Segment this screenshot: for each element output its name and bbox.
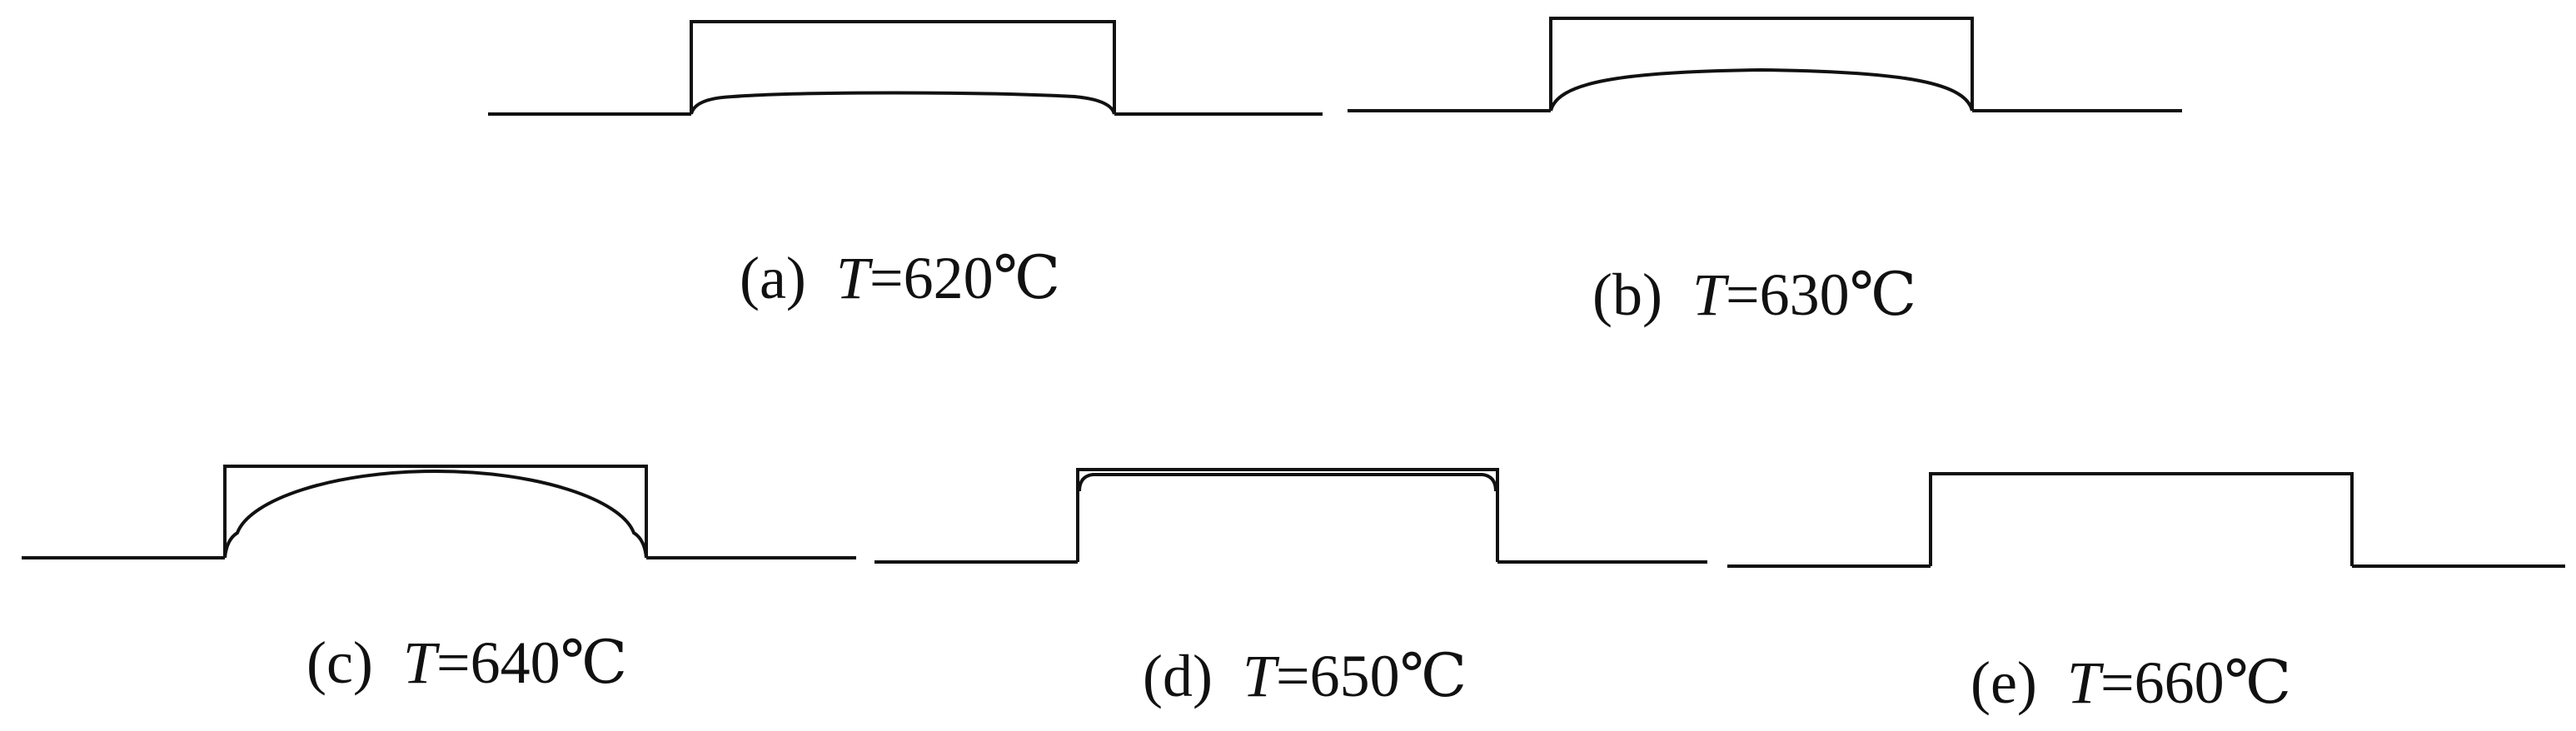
panel-d-rectangle-outline xyxy=(1076,468,1499,562)
panel-d-caption: (d) T=650℃ xyxy=(1143,643,1467,709)
panel-b-letter: (b) xyxy=(1592,261,1662,328)
panel-e-value: =660℃ xyxy=(2100,649,2291,716)
panel-e-letter: (e) xyxy=(1971,649,2037,716)
panel-b-caption: (b) T=630℃ xyxy=(1592,261,1916,328)
panel-d-value: =650℃ xyxy=(1276,643,1467,709)
panel-d: (d) T=650℃ xyxy=(874,468,1707,709)
panel-e-caption: (e) T=660℃ xyxy=(1971,649,2291,716)
panel-e-variable: T xyxy=(2067,649,2105,716)
panel-b: (b) T=630℃ xyxy=(1348,17,2182,328)
panel-d-variable: T xyxy=(1243,643,1280,709)
panel-a: (a) T=620℃ xyxy=(488,20,1323,311)
panel-a-caption: (a) T=620℃ xyxy=(740,245,1060,311)
panel-b-value: =630℃ xyxy=(1726,261,1916,328)
panel-a-meniscus-curve xyxy=(690,91,1116,115)
panel-a-letter: (a) xyxy=(740,245,806,311)
panel-e: (e) T=660℃ xyxy=(1727,472,2565,716)
panel-b-variable: T xyxy=(1692,261,1730,328)
panel-e-rectangle-outline xyxy=(1929,472,2354,566)
panel-a-value: =620℃ xyxy=(869,245,1060,311)
panel-d-meniscus-curve xyxy=(1078,473,1497,492)
panel-c: (c) T=640℃ xyxy=(22,465,856,696)
panel-c-variable: T xyxy=(403,629,441,696)
panel-c-value: =640℃ xyxy=(436,629,627,696)
panel-c-meniscus-curve xyxy=(223,469,648,559)
panel-c-rectangle-outline xyxy=(223,465,648,558)
panel-c-caption: (c) T=640℃ xyxy=(306,629,627,696)
panel-c-letter: (c) xyxy=(306,629,373,696)
panel-a-rectangle-outline xyxy=(690,20,1116,114)
panel-a-variable: T xyxy=(836,245,874,311)
panel-b-rectangle-outline xyxy=(1549,17,1974,111)
panel-b-meniscus-curve xyxy=(1549,67,1974,112)
panel-d-letter: (d) xyxy=(1143,643,1213,709)
